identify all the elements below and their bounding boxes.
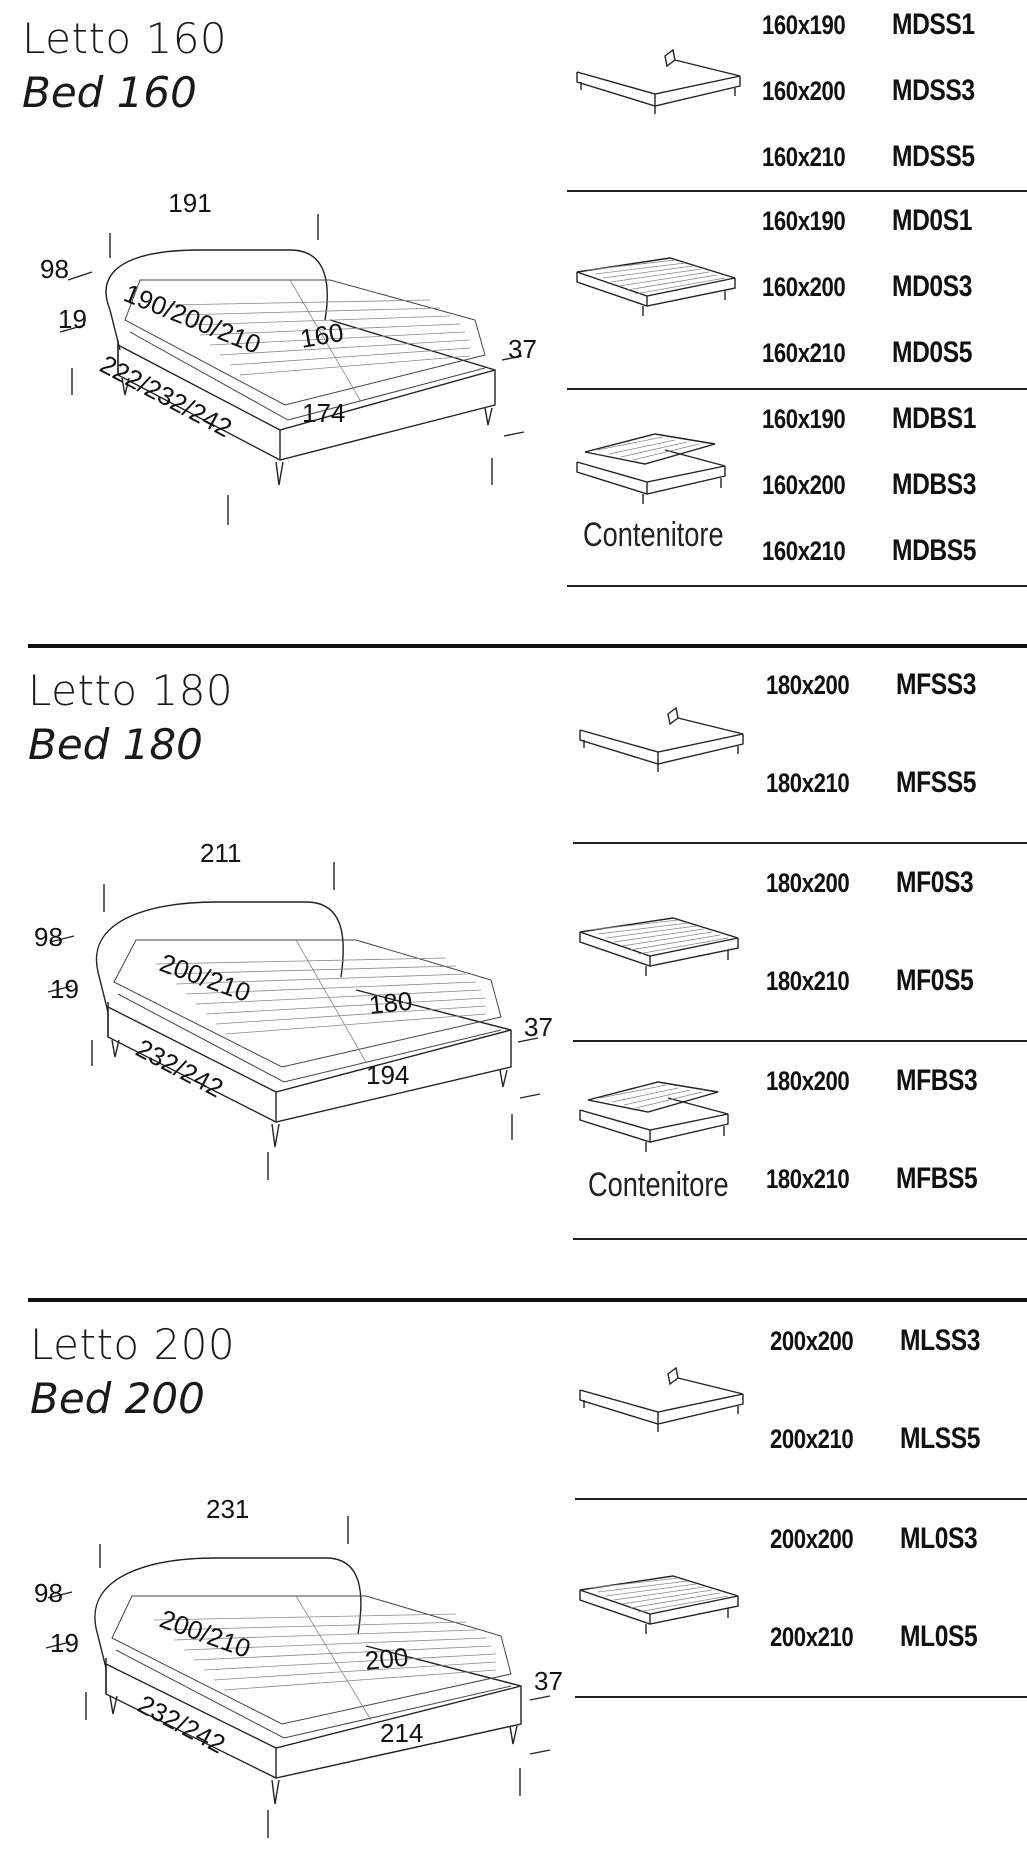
section-title-en: Bed 160 — [22, 68, 197, 117]
size-label: 200x210 — [770, 1424, 854, 1454]
bed-drawing: 191 98 19 190/200/210 160 37 222/232/242… — [40, 188, 537, 525]
product-code: MD0S1 — [892, 204, 972, 237]
dim-front: 194 — [366, 1060, 409, 1090]
dim-front: 214 — [380, 1718, 423, 1748]
section-title-it: Letto 160 — [22, 14, 228, 63]
slatted-base-icon — [579, 1575, 739, 1634]
section-separator — [28, 1298, 1027, 1302]
dim-mattress: 190/200/210 — [120, 278, 265, 360]
size-label: 160x190 — [762, 206, 846, 236]
storage-label: Contenitore — [583, 516, 724, 554]
section-title-it: Letto 200 — [30, 1320, 236, 1369]
dim-mattress: 200/210 — [156, 947, 255, 1007]
product-code: MDBS5 — [892, 534, 977, 567]
product-code: MLSS5 — [900, 1422, 980, 1455]
section-bed-180: Letto 180 Bed 180 211 98 19 200/210 180 — [0, 650, 1027, 1250]
dim-height: 98 — [40, 254, 69, 284]
frame-icon — [576, 48, 741, 114]
product-code: MF0S5 — [896, 964, 974, 997]
dim-inner: 200 — [363, 1642, 409, 1676]
dim-width-top: 211 — [200, 838, 241, 868]
dim-leg: 19 — [50, 1628, 79, 1658]
product-code: MD0S5 — [892, 336, 972, 369]
size-label: 160x200 — [762, 470, 846, 500]
size-label: 180x200 — [766, 868, 850, 898]
slatted-base-icon — [579, 917, 739, 976]
size-label: 180x210 — [766, 966, 850, 996]
size-label: 200x200 — [770, 1326, 854, 1356]
size-label: 180x200 — [766, 1066, 850, 1096]
divider — [567, 388, 1027, 390]
storage-base-icon — [579, 1081, 729, 1152]
size-label: 160x210 — [762, 142, 846, 172]
size-label: 160x210 — [762, 536, 846, 566]
section-title-it: Letto 180 — [28, 666, 234, 715]
dim-mattress: 200/210 — [156, 1603, 255, 1663]
dim-height: 98 — [34, 922, 63, 952]
product-code: MLSS3 — [900, 1324, 980, 1357]
dim-leg: 19 — [58, 304, 87, 334]
section-bed-200: Letto 200 Bed 200 231 98 19 200/210 200 — [0, 1304, 1027, 1870]
storage-label: Contenitore — [588, 1166, 729, 1204]
size-label: 160x200 — [762, 272, 846, 302]
size-label: 180x210 — [766, 768, 850, 798]
dim-side: 37 — [524, 1012, 553, 1042]
product-code: MDSS5 — [892, 140, 975, 173]
dim-inner: 180 — [367, 986, 413, 1020]
product-code: MFBS5 — [896, 1162, 978, 1195]
product-code: MDSS3 — [892, 74, 975, 107]
divider — [575, 1696, 1027, 1698]
bed-drawing: 231 98 19 200/210 200 37 232/242 214 — [34, 1494, 563, 1838]
size-label: 160x210 — [762, 338, 846, 368]
bed-drawing: 211 98 19 200/210 180 37 232/242 194 — [34, 838, 553, 1180]
divider — [573, 1040, 1027, 1042]
size-label: 160x190 — [762, 404, 846, 434]
dim-side: 37 — [534, 1666, 563, 1696]
dim-length: 232/242 — [133, 1689, 230, 1760]
product-code: MDBS1 — [892, 402, 977, 435]
product-code: MD0S3 — [892, 270, 972, 303]
slatted-base-icon — [576, 257, 736, 316]
divider — [573, 842, 1027, 844]
divider — [575, 1498, 1027, 1500]
dim-side: 37 — [508, 334, 537, 364]
dim-width-top: 191 — [168, 188, 211, 218]
section-bed-160: Letto 160 Bed 160 1 — [0, 0, 1027, 600]
product-code: MDBS3 — [892, 468, 977, 501]
product-code: ML0S5 — [900, 1620, 978, 1653]
section-title-en: Bed 200 — [30, 1374, 205, 1423]
divider — [573, 1238, 1027, 1240]
storage-base-icon — [576, 433, 726, 504]
product-code: MFBS3 — [896, 1064, 978, 1097]
frame-icon — [579, 706, 744, 772]
size-label: 180x200 — [766, 670, 850, 700]
frame-icon — [579, 1366, 744, 1432]
dim-height: 98 — [34, 1578, 63, 1608]
product-code: ML0S3 — [900, 1522, 978, 1555]
size-label: 180x210 — [766, 1164, 850, 1194]
product-code: MFSS5 — [896, 766, 976, 799]
dim-inner: 160 — [298, 317, 346, 354]
dim-leg: 19 — [50, 974, 79, 1004]
size-label: 200x210 — [770, 1622, 854, 1652]
section-separator — [28, 644, 1027, 648]
product-code: MF0S3 — [896, 866, 974, 899]
size-label: 160x200 — [762, 76, 846, 106]
dim-width-top: 231 — [206, 1494, 249, 1524]
product-code: MDSS1 — [892, 8, 975, 41]
product-code: MFSS3 — [896, 668, 976, 701]
size-label: 160x190 — [762, 10, 846, 40]
section-title-en: Bed 180 — [28, 720, 203, 769]
divider — [567, 585, 1027, 587]
dim-front: 174 — [302, 398, 345, 428]
divider — [567, 190, 1027, 192]
size-label: 200x200 — [770, 1524, 854, 1554]
